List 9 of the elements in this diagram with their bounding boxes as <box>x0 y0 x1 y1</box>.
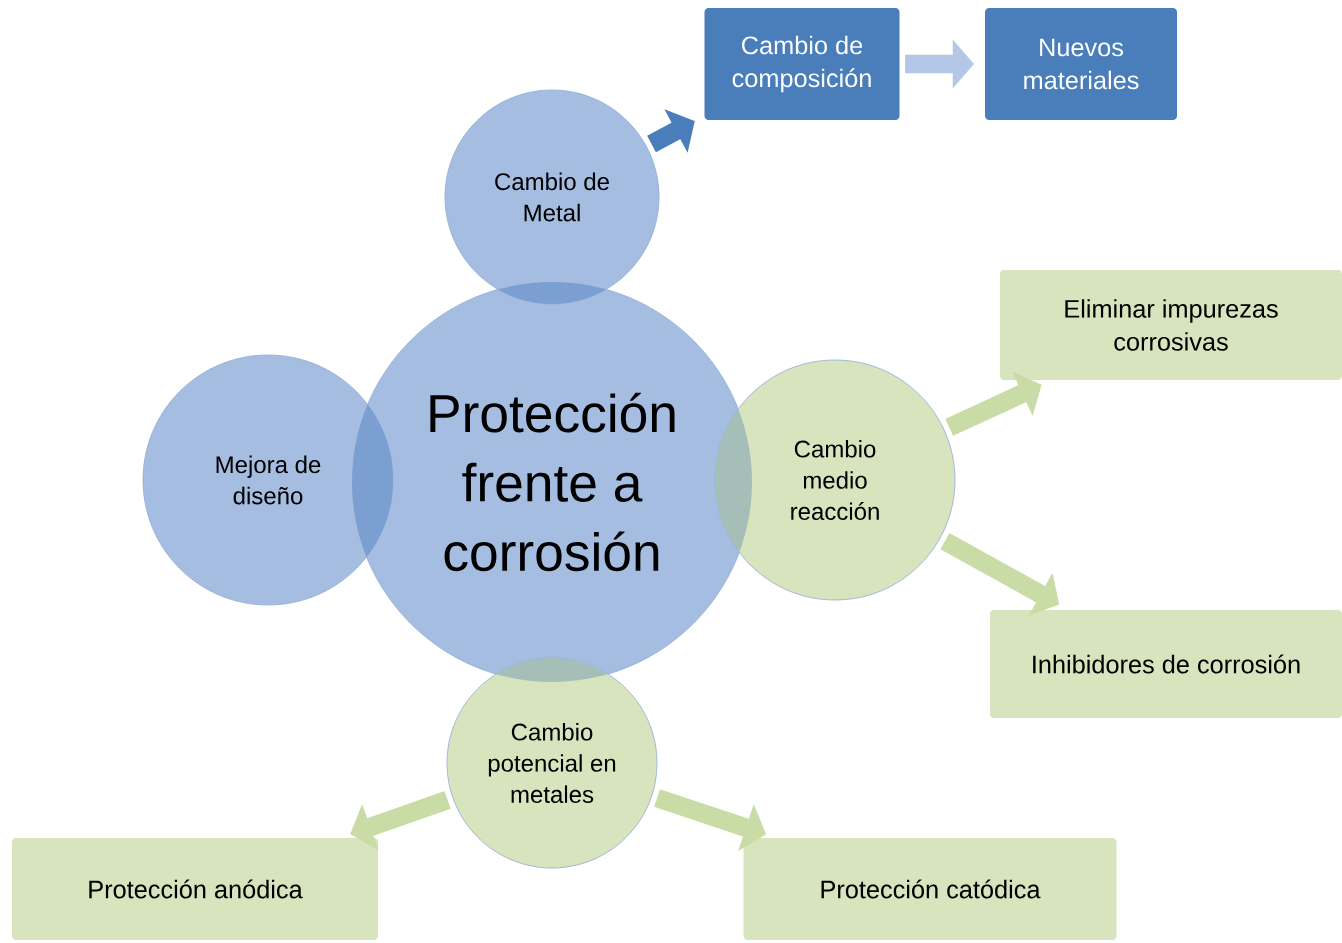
process-box: Inhibidores de corrosión <box>990 610 1342 718</box>
block-arrow <box>945 371 1042 436</box>
process-box: Eliminar impurezas corrosivas <box>1000 270 1342 380</box>
process-box: Cambio de composición <box>704 8 900 120</box>
process-box: Protección catódica <box>743 838 1117 940</box>
process-box: Protección anódica <box>12 838 378 940</box>
block-arrow <box>350 791 451 851</box>
process-box: Nuevos materiales <box>985 8 1177 120</box>
block-arrow <box>647 109 695 153</box>
